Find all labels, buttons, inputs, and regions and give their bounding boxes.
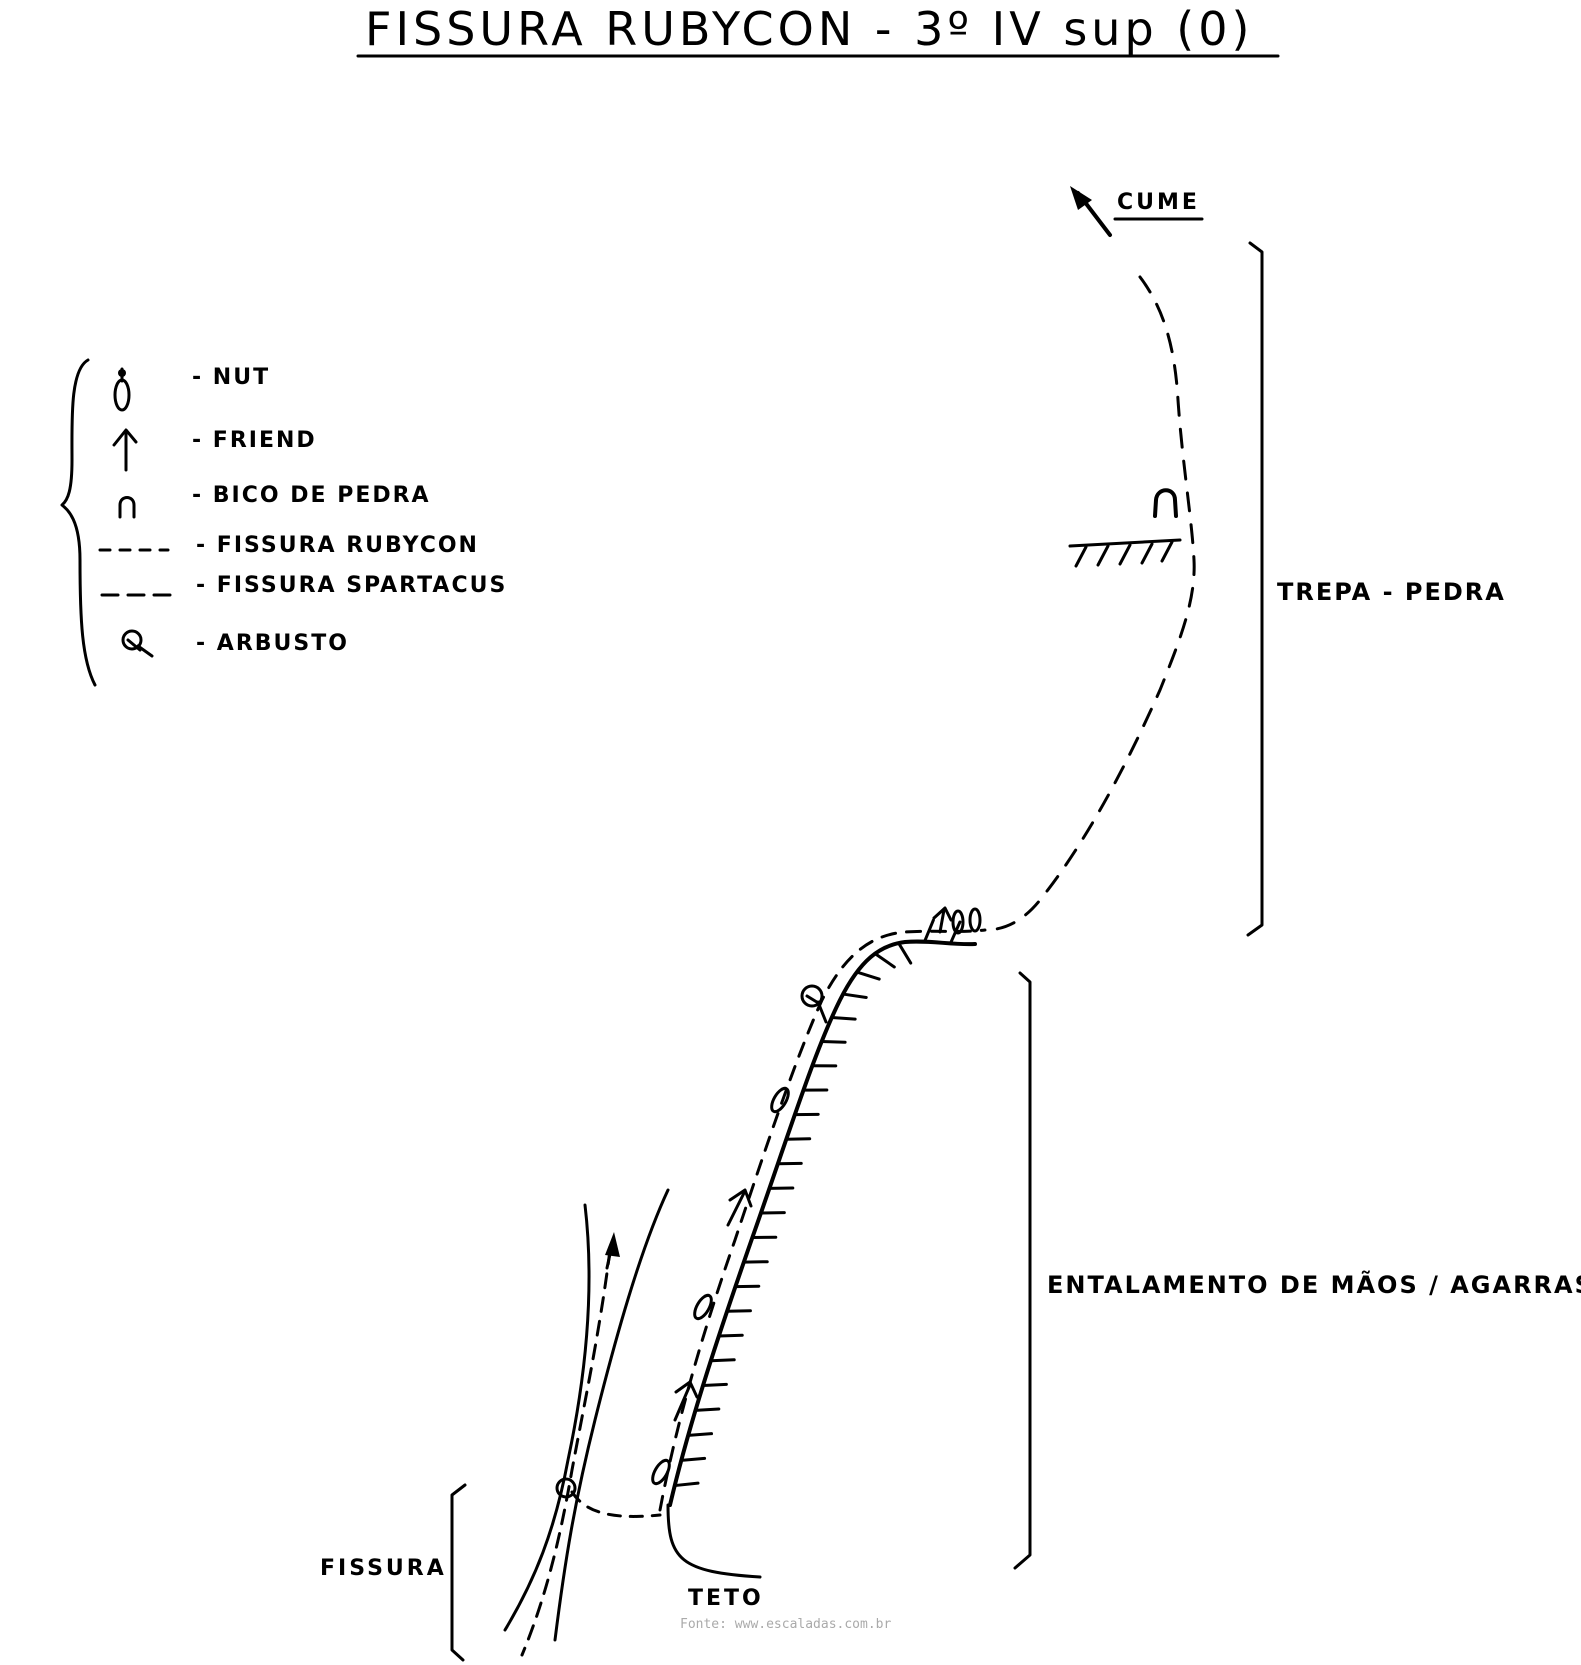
section-label-entalamento: ENTALAMENTO DE MÃOS / AGARRAS (1047, 1270, 1581, 1299)
hatch-tick (701, 1382, 728, 1387)
legend-friend-icon (112, 428, 138, 472)
nut-icon (693, 1293, 713, 1321)
hatch-tick (820, 1039, 847, 1044)
hatch-tick (686, 1432, 714, 1437)
section-label-trepa-pedra: TREPA - PEDRA (1277, 578, 1506, 606)
bracket-lower (450, 1483, 467, 1662)
legend-label-rock-horn: - BICO DE PEDRA (192, 483, 431, 508)
legend: - NUT - FRIEND - BICO DE PEDRA - FISSURA… (60, 358, 507, 687)
hatch-tick (855, 970, 881, 981)
hatch-tick (725, 1309, 752, 1313)
nut-icon (951, 909, 965, 935)
legend-rock-horn-icon (118, 496, 136, 519)
hatch-tick (709, 1358, 736, 1363)
legend-label-nut: - NUT (192, 365, 270, 390)
page-title: FISSURA RUBYCON - 3º IV sup (0) (365, 2, 1253, 56)
spartacus-arrow-icon (605, 1232, 620, 1270)
rock-horn-icon (1153, 488, 1178, 518)
legend-nut-icon (113, 367, 131, 412)
hatch-tick (873, 952, 896, 969)
roof-line (666, 1503, 762, 1579)
bracket-middle (1013, 971, 1032, 1570)
hatch-tick (679, 1456, 707, 1462)
rock-edge-line (668, 939, 977, 1507)
roof-label: TETO (688, 1586, 764, 1611)
legend-bush-icon (121, 629, 154, 658)
hatch-tick (693, 1407, 721, 1412)
summit-arrow-icon (1070, 186, 1112, 237)
route-link-dashed (570, 1490, 662, 1518)
hatch-tick (717, 1333, 744, 1338)
friend-icon (726, 1188, 753, 1227)
hatch-tick (923, 918, 935, 944)
spartacus-crack-right (553, 1188, 670, 1642)
spartacus-crack-left (503, 1203, 591, 1632)
legend-label-rubycon: - FISSURA RUBYCON (196, 533, 479, 558)
hatch-tick (673, 1481, 700, 1488)
legend-brace (60, 358, 97, 687)
legend-label-bush: - ARBUSTO (196, 631, 349, 656)
route-rubycon-dashed (658, 928, 987, 1512)
summit-label: CUME (1117, 190, 1200, 215)
nut-icon (968, 907, 982, 933)
hatch-tick (841, 992, 868, 999)
friend-icon (673, 1380, 699, 1422)
bush-icon (555, 1477, 577, 1499)
nut-icon (770, 1086, 790, 1114)
hatch-tick (897, 941, 913, 965)
legend-label-friend: - FRIEND (192, 428, 317, 453)
route-upper-dashed (983, 275, 1196, 932)
ledge-hatching (1068, 538, 1182, 568)
bracket-upper (1246, 241, 1264, 937)
friend-icon (932, 906, 953, 934)
section-label-fissura: FISSURA (320, 1556, 447, 1581)
source-credit: Fonte: www.escaladas.com.br (680, 1617, 891, 1632)
nut-icon (651, 1458, 671, 1486)
rock-edge-hatching (673, 918, 962, 1488)
hatch-tick (830, 1015, 857, 1021)
route-spartacus-dashed (520, 1248, 612, 1657)
legend-label-spartacus: - FISSURA SPARTACUS (196, 573, 507, 598)
bush-icon (800, 984, 828, 1024)
